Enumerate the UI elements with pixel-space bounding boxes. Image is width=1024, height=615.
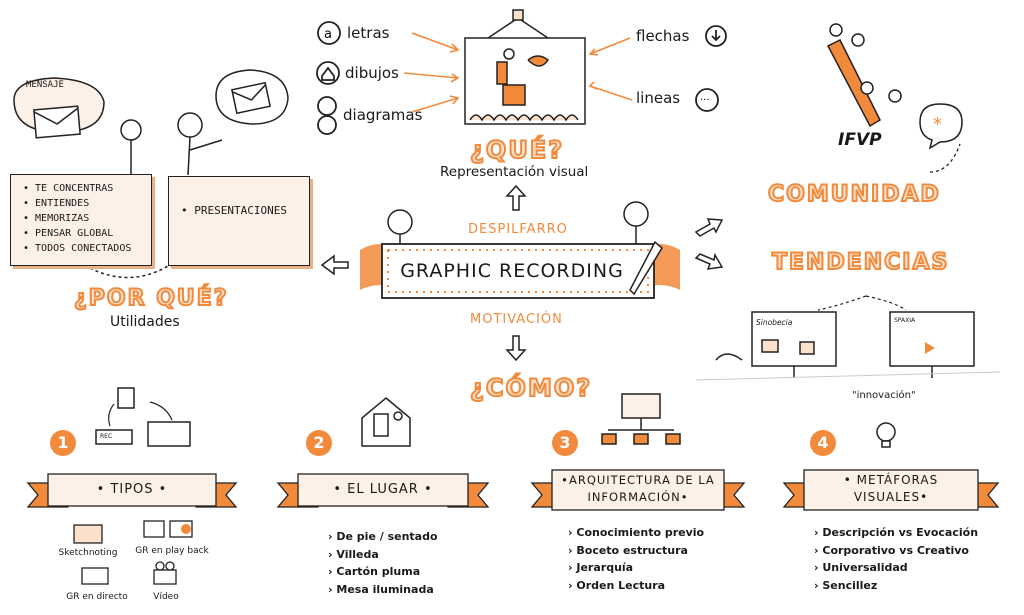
mensaje-bubble: MENSAJE [26, 80, 64, 90]
list-item: • TE CONCENTRAS [23, 183, 114, 194]
screens [715, 311, 975, 378]
letter-a-icon [317, 21, 341, 45]
list-item: Orden Lectura [568, 577, 704, 595]
innovacion-label: "innovación" [852, 390, 916, 401]
section-title-lugar: • EL LUGAR • [333, 482, 433, 497]
section-number-4: 4 [810, 430, 836, 456]
list-item: • PRESENTACIONES [181, 204, 287, 217]
label-flechas: flechas [636, 27, 690, 45]
porque-heading: ¿POR QUÉ? [73, 285, 229, 312]
lugar-list: De pie / sentadoVilledaCartón plumaMesa … [328, 528, 438, 599]
section-title-arquitectura: •ARQUITECTURA DE LA INFORMACIÓN• [561, 473, 715, 504]
section-title-metaforas: • METÁFORAS VISUALES• [843, 473, 939, 504]
label-letras: letras [347, 24, 390, 42]
list-item: De pie / sentado [328, 528, 437, 546]
comunidad-heading: COMUNIDAD [767, 181, 941, 208]
ribbons [26, 469, 1000, 511]
orange-arrows [403, 32, 633, 113]
que-subtitle: Representación visual [440, 164, 589, 180]
porque-subtitle: Utilidades [110, 314, 180, 330]
tipo-playback: GR en play back [135, 546, 209, 556]
note-benefits: • TE CONCENTRAS • ENTIENDES • MEMORIZAS • P… [10, 174, 152, 266]
list-item: Cartón pluma [328, 563, 438, 581]
list-item: • PENSAR GLOBAL [23, 228, 114, 239]
motivacion-label: MOTIVACIÓN [470, 312, 563, 327]
list-item: Boceto estructura [568, 542, 704, 560]
screen2-label: SPAXIA [894, 317, 916, 324]
list-item: Conocimiento previo [568, 524, 704, 542]
notebook-icon [117, 387, 135, 409]
label-dibujos: dibujos [345, 64, 399, 82]
metaforas-list: Descripción vs EvocaciónCorporativo vs C… [814, 524, 978, 594]
svg-text:a: a [324, 27, 332, 42]
list-item: Sencillez [814, 577, 978, 595]
ifvp-logo: IFVP [838, 130, 882, 150]
list-item: Universalidad [814, 559, 978, 577]
svg-text:···: ··· [700, 95, 710, 106]
label-diagramas: diagramas [343, 106, 423, 124]
screen1-label: Sinobecia [756, 318, 793, 327]
rec-label: REC [100, 433, 113, 440]
que-heading: ¿QUÉ? [469, 135, 565, 165]
list-item: Corporativo vs Creativo [814, 542, 978, 560]
despilfarro-label: DESPILFARRO [468, 222, 568, 237]
graphic-recording-frame [360, 201, 680, 299]
section-title-tipos: • TIPOS • [96, 482, 168, 497]
arquitectura-list: Conocimiento previoBoceto estructuraJera… [568, 524, 704, 594]
section-number-2: 2 [306, 430, 332, 456]
tipo-sketchnoting: Sketchnoting [58, 548, 118, 558]
list-item: Descripción vs Evocación [814, 524, 978, 542]
graphic-recording-title: GRAPHIC RECORDING [400, 260, 624, 282]
tendencias-heading: TENDENCIAS [771, 249, 950, 276]
ifvp-drawing: * [826, 23, 963, 150]
como-heading: ¿CÓMO? [469, 373, 593, 403]
list-item: • ENTIENDES [23, 198, 90, 209]
svg-text:*: * [933, 114, 942, 135]
section-icons [95, 387, 896, 448]
tipo-directo: GR en directo [66, 592, 128, 602]
label-lineas: lineas [636, 89, 681, 107]
tipo-video: Vídeo [153, 592, 179, 602]
list-item: • MEMORIZAS [23, 213, 90, 224]
list-item: • TODOS CONECTADOS [23, 243, 132, 254]
list-item: Jerarquía [568, 559, 704, 577]
list-item: Villeda [328, 546, 438, 564]
section-number-3: 3 [552, 430, 578, 456]
left-characters [13, 69, 289, 176]
note-presentaciones: • PRESENTACIONES [168, 176, 310, 266]
section-number-1: 1 [50, 430, 76, 456]
speaker-picture [464, 9, 586, 125]
list-item: Mesa iluminada [328, 581, 438, 599]
